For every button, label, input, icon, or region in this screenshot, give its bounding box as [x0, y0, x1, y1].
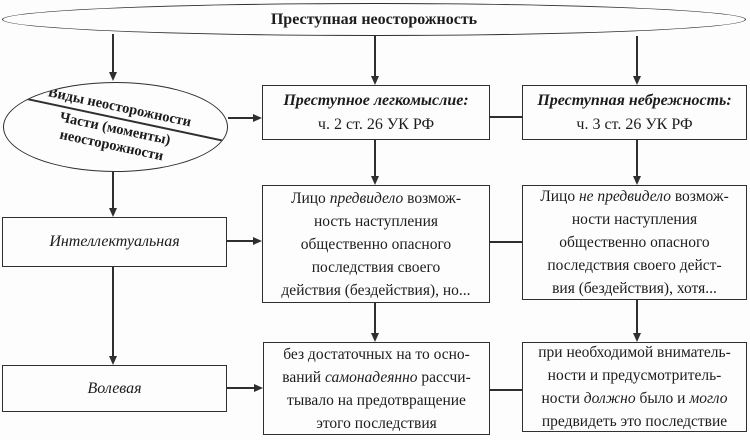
arrow-right-icon [254, 383, 263, 392]
arrow-right-icon [253, 113, 262, 122]
arrow-down-icon [370, 76, 379, 85]
negligence-intellectual-text: Лицо не предвидело возмож- ности наступл… [540, 188, 729, 297]
arrow-down-icon [108, 72, 117, 81]
connector-intellectual-to-levity-def [227, 236, 262, 245]
node-volitional: Волевая [2, 365, 227, 412]
arrow-down-icon [108, 208, 117, 217]
arrow-down-icon [632, 176, 641, 185]
node-levity-intellectual: Лицо предвидело возмож- ность наступлени… [262, 185, 490, 303]
connector-negligence-header-to-intellectual [632, 140, 641, 185]
node-negligence-volitional: при необходимой вниматель- ности и преду… [522, 342, 747, 432]
arrow-down-icon [632, 76, 641, 85]
node-negligence-header: Преступная небрежность: ч. 3 ст. 26 УК Р… [522, 85, 747, 140]
arrow-down-icon [632, 333, 641, 342]
connector-category-to-intellectual [108, 172, 117, 217]
intellectual-label: Интеллектуальная [49, 233, 180, 250]
volitional-label: Волевая [87, 379, 142, 397]
arrow-down-icon [108, 356, 117, 365]
connector-volitional-defs [490, 389, 522, 391]
levity-volitional-text: без достаточных на то осно- ваний самона… [282, 345, 471, 432]
negligence-article: ч. 3 ст. 26 УК РФ [576, 115, 693, 133]
connector-levity-intellectual-to-volitional [370, 303, 379, 342]
node-levity-volitional: без достаточных на то осно- ваний самона… [263, 342, 490, 435]
connector-levity-header-to-intellectual [370, 140, 379, 185]
category-content: Виды неосторожности Части (моменты) неос… [4, 83, 227, 171]
levity-title: Преступное легкомыслие: [283, 91, 469, 109]
node-intellectual: Интеллектуальная [2, 217, 227, 267]
connector-root-to-levity [370, 36, 379, 85]
connector-root-to-category [108, 34, 117, 81]
connector-volitional-to-levity-def [227, 383, 263, 392]
node-root: Преступная неосторожность [2, 3, 746, 36]
root-label: Преступная неосторожность [270, 10, 478, 28]
negligence-volitional-text: при необходимой вниматель- ности и преду… [538, 344, 731, 430]
negligence-title: Преступная небрежность: [537, 91, 732, 109]
connector-negligence-intellectual-to-volitional [632, 300, 641, 342]
connector-category-to-levity [228, 113, 262, 122]
connector-intellectual-defs [490, 241, 522, 243]
node-levity-header: Преступное легкомыслие: ч. 2 ст. 26 УК Р… [262, 85, 490, 140]
connector-root-to-negligence [632, 36, 641, 85]
arrow-down-icon [370, 333, 379, 342]
node-category: Виды неосторожности Части (моменты) неос… [3, 82, 228, 172]
levity-article: ч. 2 ст. 26 УК РФ [317, 115, 435, 133]
levity-intellectual-text: Лицо предвидело возмож- ность наступлени… [281, 189, 471, 299]
arrow-down-icon [370, 176, 379, 185]
arrow-right-icon [253, 236, 262, 245]
node-negligence-intellectual: Лицо не предвидело возмож- ности наступл… [522, 185, 747, 300]
connector-levity-negligence-headers [490, 116, 522, 118]
connector-intellectual-to-volitional [108, 267, 117, 365]
